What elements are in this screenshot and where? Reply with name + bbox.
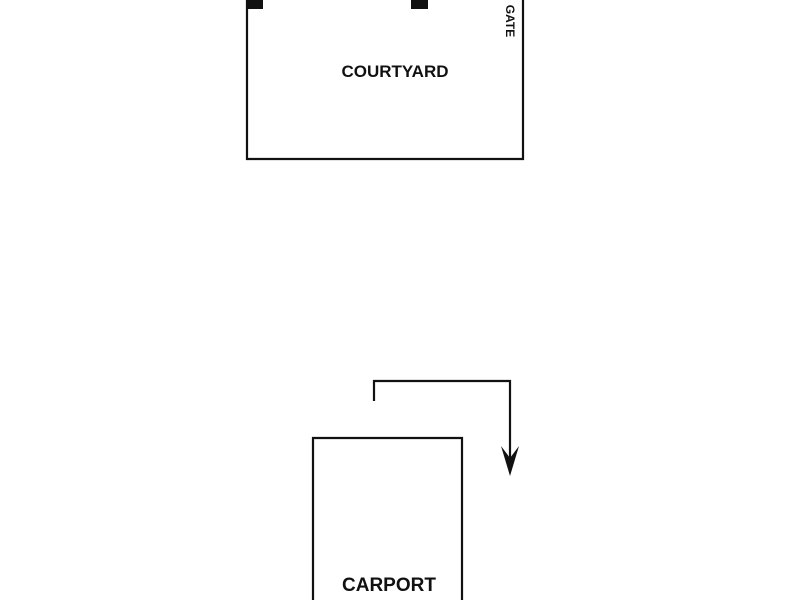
entry-direction-arrow: [372, 379, 519, 476]
carport-label: CARPORT: [342, 575, 436, 596]
courtyard-label: COURTYARD: [341, 62, 448, 81]
carport-area: CARPORT: [311, 436, 464, 600]
courtyard-post-left: [247, 0, 263, 9]
gate-label: GATE: [503, 5, 517, 37]
arrow-path: [372, 379, 512, 458]
courtyard-post-right: [411, 0, 428, 9]
carport-outline: [311, 436, 464, 600]
arrow-head: [501, 446, 519, 476]
courtyard-area: COURTYARD GATE: [245, 0, 525, 161]
courtyard-outline: [245, 0, 525, 161]
